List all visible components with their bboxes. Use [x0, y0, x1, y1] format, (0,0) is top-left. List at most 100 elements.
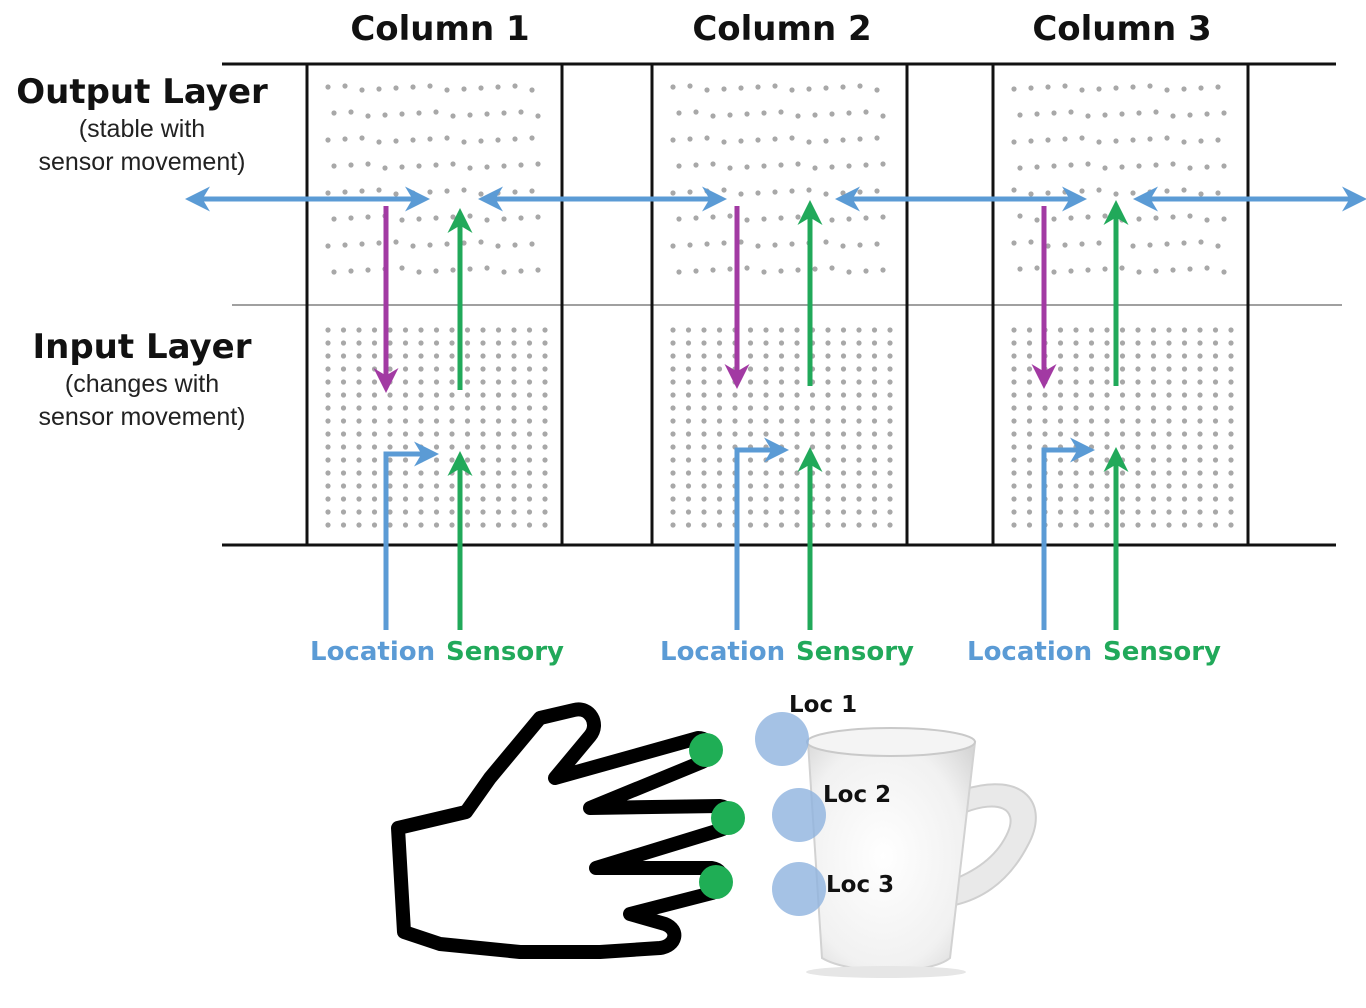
input-neuron-dot [1181, 457, 1188, 463]
input-neuron-dot [371, 496, 378, 502]
input-neuron-dot [526, 431, 533, 437]
input-neuron-dot [1150, 340, 1157, 346]
input-neuron-dot [701, 431, 707, 437]
input-neuron-dot [871, 457, 878, 463]
output-neuron-dot [795, 161, 801, 167]
output-neuron-dot [1147, 136, 1153, 142]
input-neuron-dot [387, 509, 393, 515]
input-neuron-dot [1057, 470, 1064, 476]
input-neuron-dot [480, 405, 486, 411]
output-neuron-dot [812, 165, 818, 171]
location-marker-3 [772, 862, 826, 916]
output-neuron-dot [823, 85, 829, 91]
input-neuron-dot [871, 379, 878, 385]
output-neuron-dot [1204, 164, 1210, 170]
input-neuron-dot [1088, 483, 1095, 489]
output-neuron-dot [1198, 191, 1204, 197]
input-neuron-dot [402, 366, 409, 372]
output-neuron-dot [518, 268, 524, 274]
output-neuron-dot [1130, 243, 1136, 249]
input-neuron-dot [325, 522, 331, 528]
input-neuron-dot [1135, 327, 1141, 333]
input-neuron-dot [325, 405, 331, 411]
input-neuron-dot [685, 431, 692, 437]
output-neuron-dot [738, 85, 744, 91]
input-neuron-dot [685, 392, 692, 398]
output-neuron-dot [840, 190, 846, 196]
input-neuron-dot [325, 366, 331, 372]
input-neuron-dot [433, 496, 440, 502]
input-neuron-dot [1135, 392, 1141, 398]
input-neuron-dot [1119, 522, 1126, 528]
input-neuron-dot [747, 457, 754, 463]
input-neuron-dot [387, 522, 393, 528]
input-neuron-dot [449, 327, 455, 333]
output-neuron-dot [1017, 213, 1023, 219]
output-layer-subtitle-2: sensor movement) [38, 148, 245, 176]
column-2-sensory-label: Sensory [796, 637, 914, 667]
input-neuron-dot [1228, 457, 1234, 463]
output-neuron-dot [1051, 110, 1057, 116]
input-neuron-dot [856, 444, 862, 450]
input-neuron-dot [526, 327, 533, 333]
output-neuron-dot [1181, 139, 1187, 145]
input-neuron-dot [356, 366, 362, 372]
output-neuron-dot [1215, 243, 1221, 249]
input-neuron-dot [464, 483, 471, 489]
input-neuron-dot [495, 353, 502, 359]
input-neuron-dot [402, 470, 409, 476]
input-neuron-dot [402, 418, 409, 424]
input-neuron-dot [825, 509, 831, 515]
input-neuron-dot [433, 418, 440, 424]
input-neuron-dot [1119, 457, 1126, 463]
input-neuron-dot [840, 470, 847, 476]
input-neuron-dot [1119, 327, 1126, 333]
input-neuron-dot [825, 418, 831, 424]
output-neuron-dot [393, 239, 399, 245]
input-neuron-dot [340, 405, 347, 411]
input-neuron-dot [464, 327, 471, 333]
input-neuron-dot [701, 444, 707, 450]
input-neuron-dot [1228, 509, 1234, 515]
hand-icon [391, 702, 745, 959]
input-neuron-dot [856, 418, 862, 424]
input-neuron-dot [371, 327, 378, 333]
input-neuron-dot [716, 405, 723, 411]
input-neuron-dot [1150, 483, 1157, 489]
output-neuron-dot [1221, 269, 1227, 275]
output-neuron-dot [710, 267, 716, 273]
output-neuron-dot [416, 110, 422, 116]
input-neuron-dot [794, 379, 800, 385]
output-neuron-dot [535, 161, 541, 167]
input-neuron-dot [1150, 509, 1157, 515]
input-neuron-dot [464, 457, 471, 463]
output-neuron-dot [761, 269, 767, 275]
input-neuron-dot [670, 418, 676, 424]
input-neuron-dot [1073, 522, 1079, 528]
location-label-2: Loc 2 [823, 782, 891, 808]
input-neuron-dot [670, 444, 676, 450]
input-neuron-dot [1212, 353, 1219, 359]
output-neuron-dot [450, 214, 456, 220]
output-neuron-dot [1113, 85, 1119, 91]
input-neuron-dot [371, 405, 378, 411]
output-neuron-dot [1011, 86, 1017, 92]
input-neuron-dot [1073, 470, 1079, 476]
input-neuron-dot [1166, 327, 1172, 333]
input-neuron-dot [511, 470, 517, 476]
output-neuron-dot [880, 267, 886, 273]
input-neuron-dot [356, 340, 362, 346]
input-neuron-dot [1073, 340, 1079, 346]
output-neuron-dot [1096, 139, 1102, 145]
input-neuron-dot [1088, 470, 1095, 476]
output-neuron-dot [1045, 84, 1051, 90]
output-neuron-dot [1119, 265, 1125, 271]
input-neuron-dot [716, 470, 723, 476]
input-neuron-dot [340, 431, 347, 437]
input-neuron-dot [701, 353, 707, 359]
output-neuron-dot [1102, 112, 1108, 118]
input-neuron-dot [685, 444, 692, 450]
input-neuron-dot [763, 483, 769, 489]
input-neuron-dot [1026, 405, 1033, 411]
input-neuron-dot [464, 418, 471, 424]
